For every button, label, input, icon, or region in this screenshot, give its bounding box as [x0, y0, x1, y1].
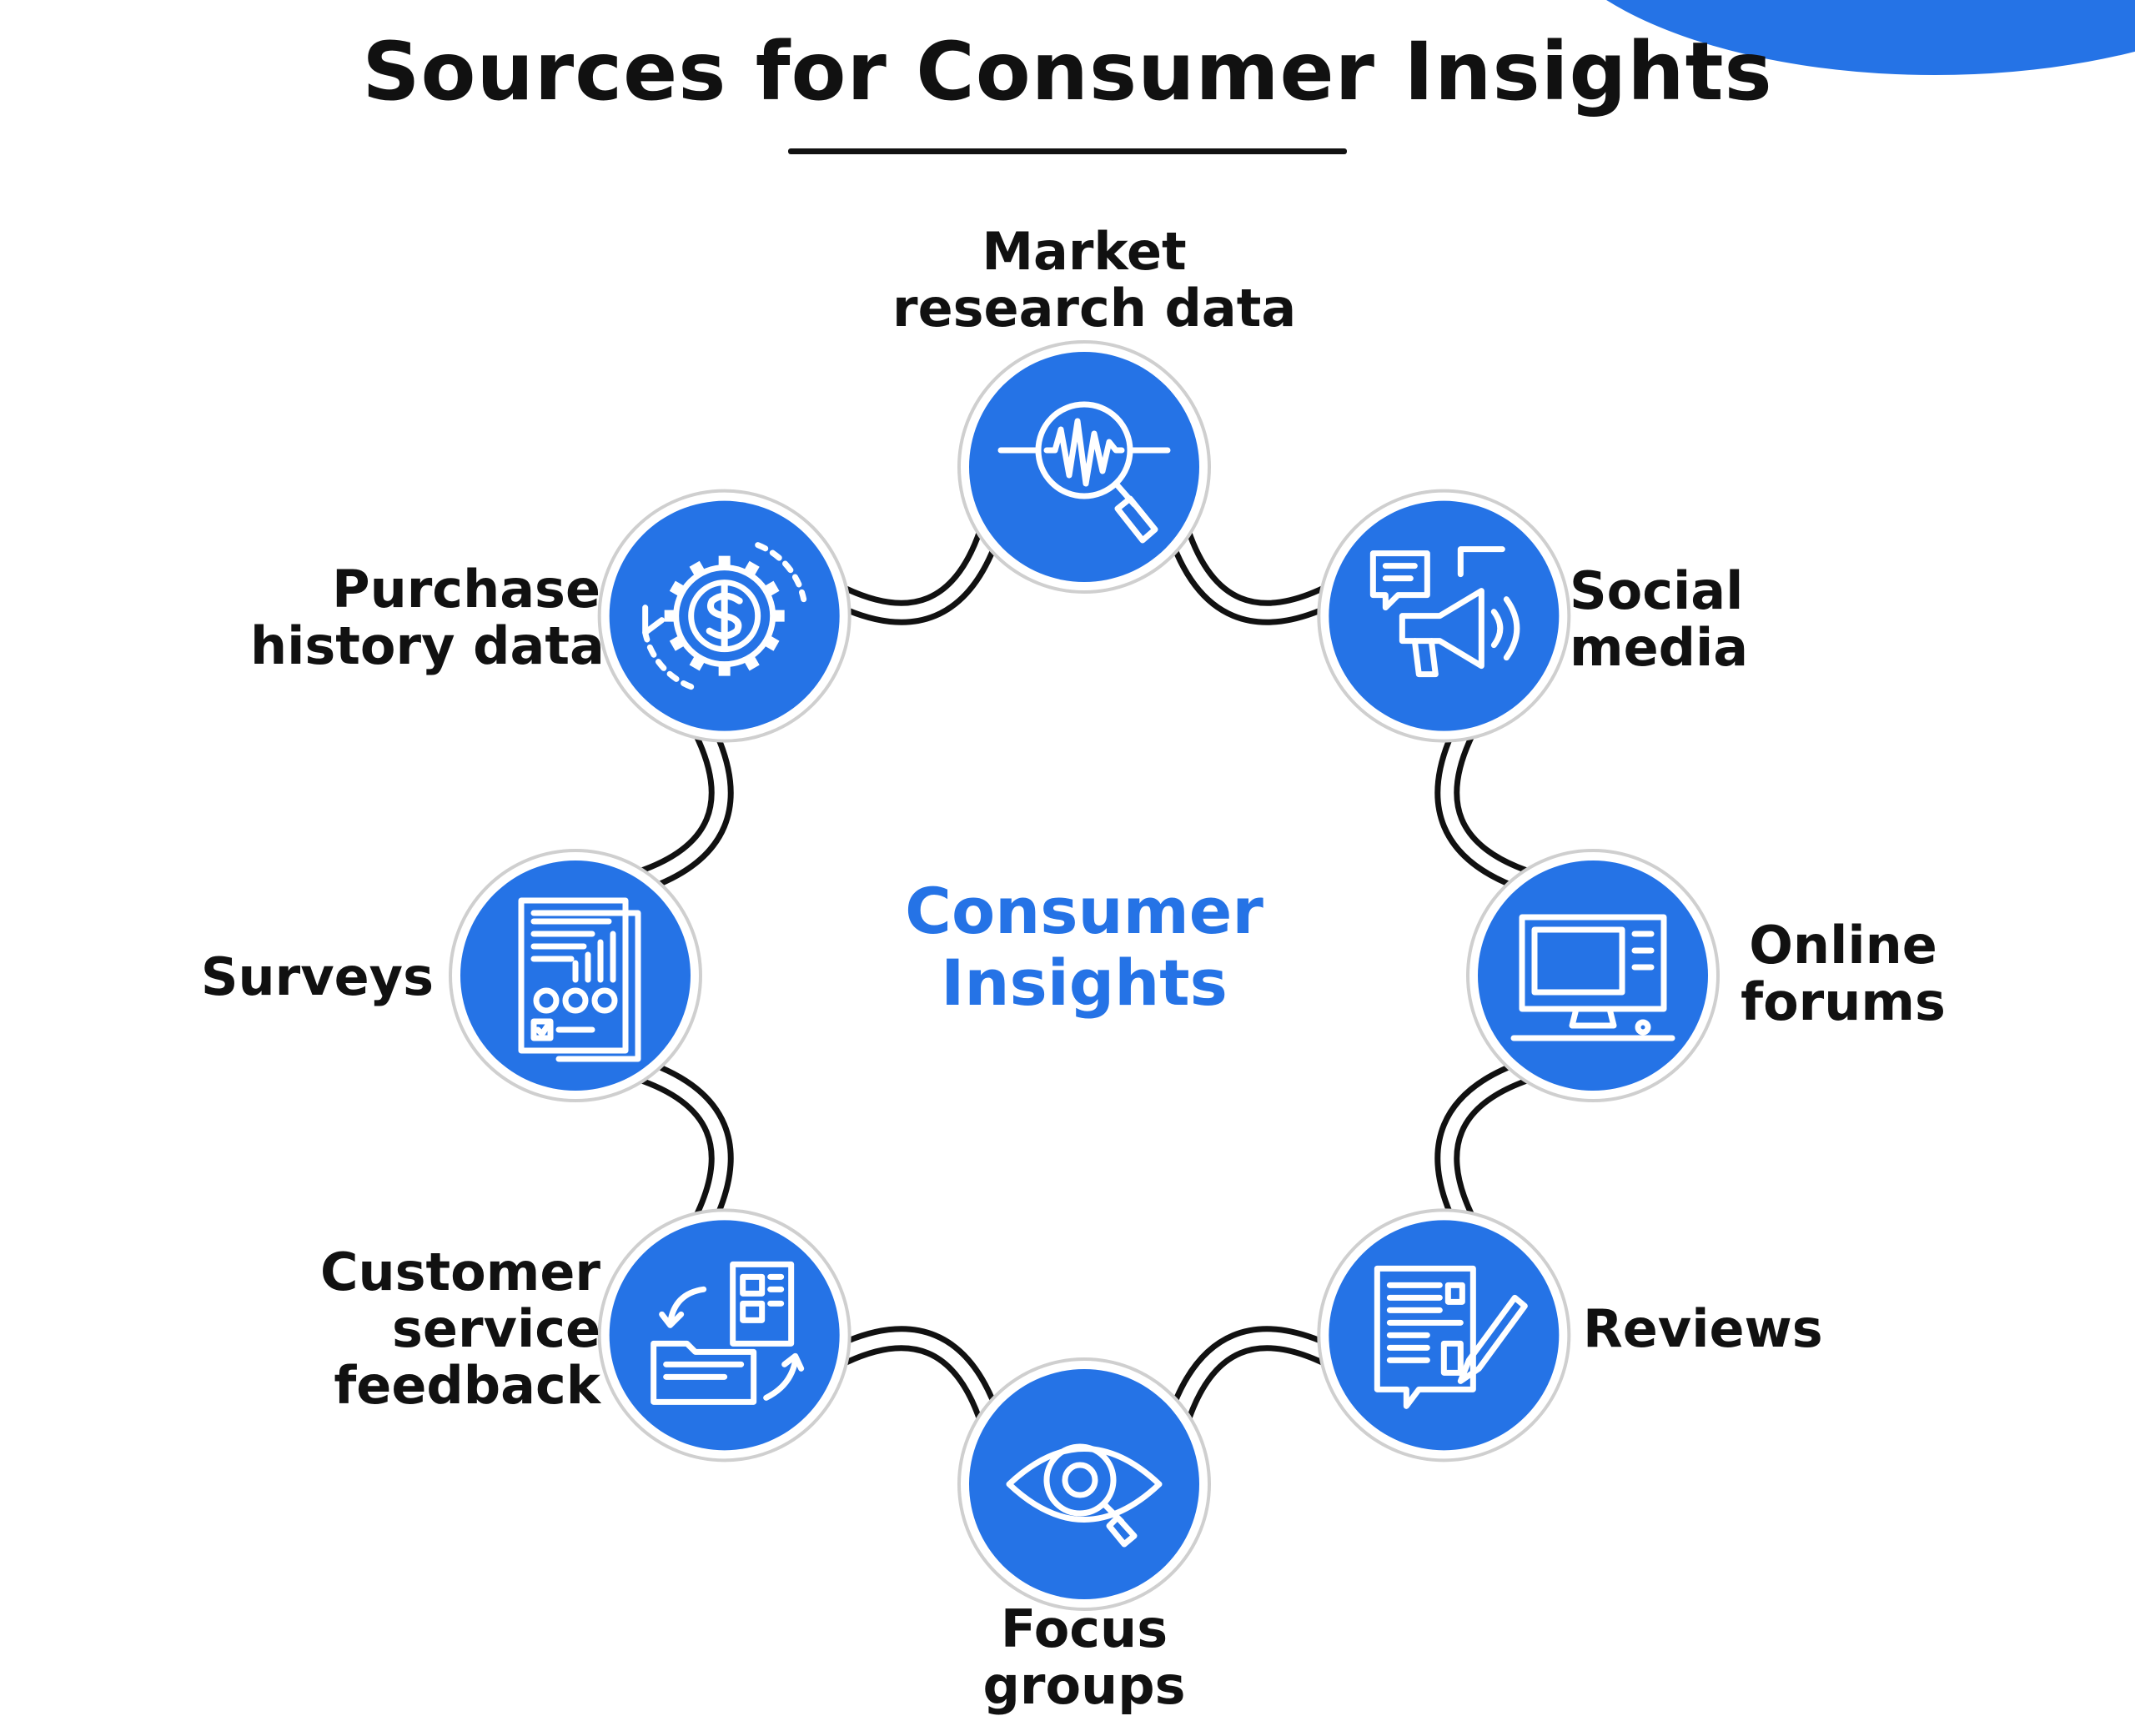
node-social: [1317, 489, 1571, 743]
node-forums: [1466, 849, 1720, 1102]
label-service-line1: Customer: [319, 1242, 600, 1302]
center-label-line1: Consumer: [905, 874, 1263, 948]
computer-monitor-icon: [1510, 914, 1675, 1041]
label-social: Social media: [1570, 563, 1748, 676]
node-reviews: [1317, 1208, 1571, 1463]
label-surveys: Surveys: [133, 949, 434, 1006]
label-forums: Online forums: [1718, 917, 1968, 1031]
node-purchase: [597, 489, 851, 743]
label-reviews-line1: Reviews: [1583, 1298, 1823, 1359]
node-market: [957, 340, 1211, 594]
megaphone-chat-icon: [1369, 546, 1520, 678]
center-label-line2: Insights: [941, 946, 1228, 1020]
source-nodes: [449, 340, 1720, 1611]
label-social-line1: Social: [1570, 560, 1744, 621]
label-purchase-line2: history data: [250, 615, 605, 676]
node-disc: [1329, 1220, 1560, 1451]
folder-documents-icon: [651, 1261, 805, 1405]
label-reviews: Reviews: [1583, 1301, 1823, 1357]
eye-magnifier-icon: [1006, 1443, 1163, 1548]
label-focus-line2: groups: [982, 1655, 1186, 1716]
label-focus-line1: Focus: [1000, 1598, 1168, 1659]
title-underline: [788, 148, 1347, 154]
label-focus: Focus groups: [917, 1601, 1251, 1714]
node-disc: [969, 1369, 1199, 1599]
label-service: Customer service feedback: [250, 1244, 600, 1414]
label-market: Market research data: [892, 221, 1297, 339]
label-market-line2: research data: [892, 278, 1297, 339]
document-pen-icon: [1374, 1265, 1528, 1409]
label-forums-line2: forums: [1741, 971, 1946, 1032]
label-purchase: Purchase history data: [250, 559, 605, 676]
label-surveys-line1: Surveys: [200, 946, 434, 1007]
node-disc: [1478, 860, 1708, 1091]
label-forums-line1: Online: [1749, 915, 1937, 976]
dollar-gear-icon: [642, 542, 807, 690]
page-title: Sources for Consumer Insights: [362, 25, 1773, 118]
node-surveys: [449, 849, 702, 1102]
corner-blob-decoration: [1606, 0, 2135, 75]
label-service-line2: service: [392, 1298, 600, 1359]
label-service-line3: feedback: [334, 1355, 600, 1416]
node-disc: [609, 1220, 840, 1451]
node-service: [597, 1208, 851, 1463]
node-focus: [957, 1357, 1211, 1611]
label-purchase-line1: Purchase: [332, 559, 600, 620]
label-market-line1: Market: [982, 221, 1187, 282]
label-social-line2: media: [1570, 617, 1749, 678]
center-label: Consumer Insights: [859, 876, 1309, 1019]
magnifier-waveform-icon: [997, 401, 1171, 544]
survey-report-icon: [518, 897, 641, 1062]
